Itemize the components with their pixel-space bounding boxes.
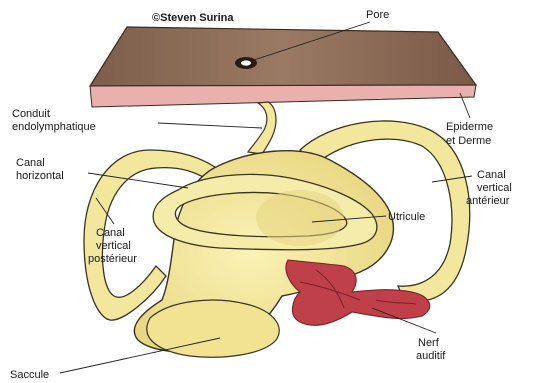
- label-canal-anterior-1: Canal: [477, 169, 506, 181]
- label-epiderme-2: et Derme: [446, 135, 491, 147]
- label-epiderme-1: Epiderme: [446, 121, 493, 133]
- utricle-shade: [256, 190, 344, 246]
- label-canal-anterior-3: antérieur: [466, 195, 510, 207]
- label-canal-posterior-1: Canal: [96, 227, 125, 239]
- skin-top-surface: [90, 27, 476, 86]
- saccule-shape: [147, 300, 279, 357]
- label-canal-anterior-2: vertical: [477, 182, 512, 194]
- leader-conduit: [158, 123, 262, 128]
- label-conduit-1: Conduit: [12, 108, 50, 120]
- label-canal-posterior-2: vertical: [96, 240, 131, 252]
- label-canal-posterior-3: postérieur: [88, 253, 137, 265]
- credit-text: ©Steven Surina: [152, 12, 234, 24]
- label-utricule: Utricule: [388, 211, 425, 223]
- label-conduit-2: endolymphatique: [12, 121, 96, 133]
- label-canal-horizontal-1: Canal: [16, 157, 45, 169]
- label-canal-horizontal-2: horizontal: [16, 170, 64, 182]
- skin-dermis-edge: [90, 85, 476, 107]
- label-nerf-2: auditif: [416, 350, 446, 362]
- skin-slab: [90, 27, 476, 107]
- label-pore: Pore: [366, 9, 389, 21]
- label-nerf-1: Nerf: [418, 337, 440, 349]
- label-saccule: Saccule: [10, 369, 49, 381]
- pore-icon: [235, 57, 257, 69]
